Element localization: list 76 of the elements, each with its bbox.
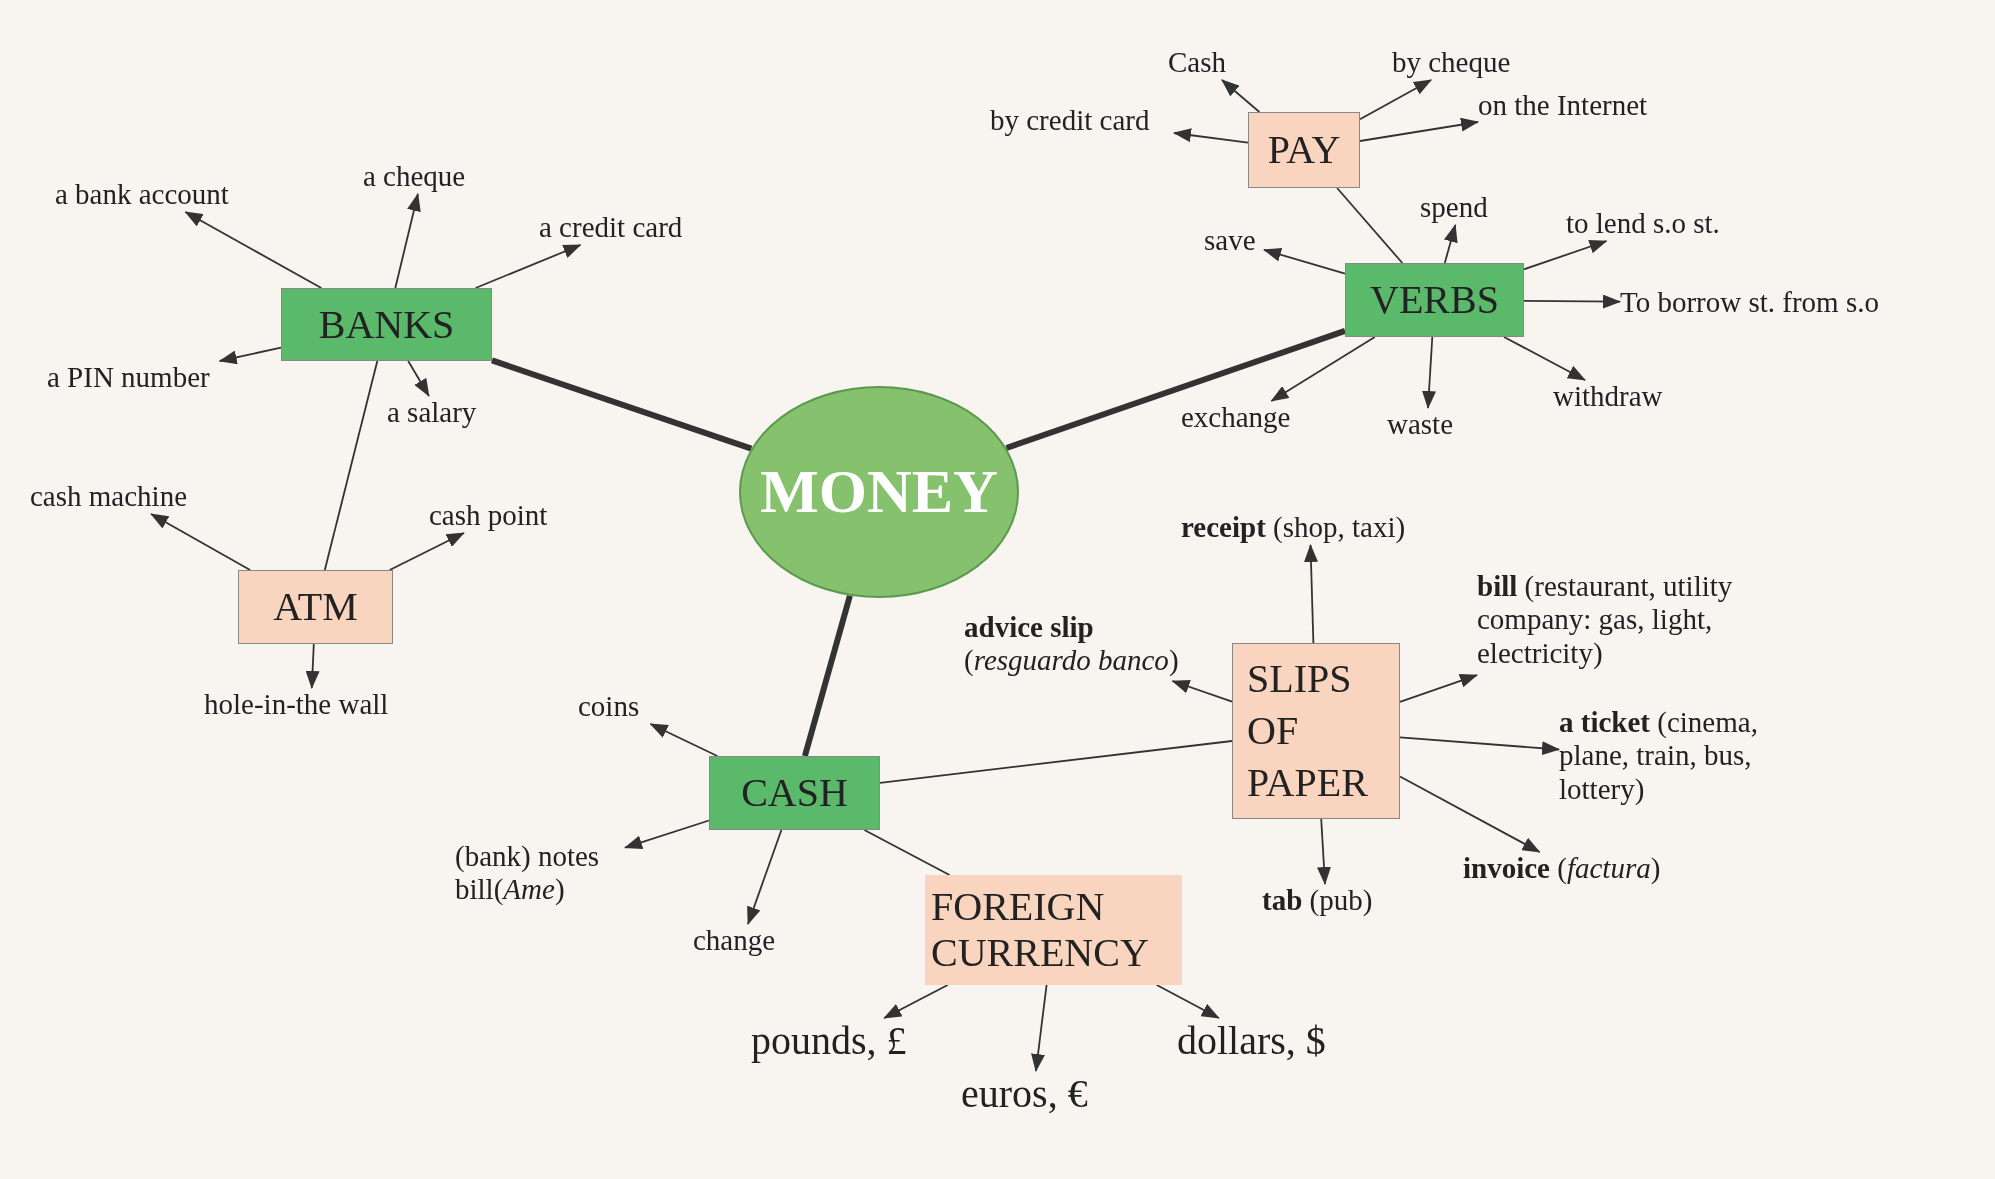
subtopic-box: SLIPS OF PAPER: [1232, 643, 1400, 819]
arrow: [624, 819, 710, 850]
arrow: [1523, 294, 1621, 309]
arrow: [747, 829, 783, 925]
connector-line: [879, 740, 1233, 784]
arrow: [649, 723, 719, 757]
arrow: [1155, 984, 1220, 1019]
arrow: [305, 643, 320, 689]
topic-box: CASH: [709, 756, 880, 830]
arrow: [407, 360, 430, 397]
term-label: change: [693, 924, 791, 958]
term-label: withdraw: [1553, 380, 1681, 414]
currency-label: pounds, £: [751, 1018, 929, 1064]
term-label: a salary: [387, 396, 491, 430]
arrow: [1173, 128, 1249, 144]
arrow: [1503, 336, 1586, 381]
arrow: [474, 244, 582, 289]
central-topic-ellipse: MONEY: [739, 386, 1019, 598]
connector-line: [491, 357, 753, 452]
arrow: [1221, 79, 1261, 113]
connector-line: [323, 360, 379, 571]
arrow: [1523, 239, 1608, 271]
term-label: save: [1204, 224, 1264, 258]
arrow: [394, 193, 421, 289]
term-label: a credit card: [539, 211, 705, 245]
arrow: [1443, 224, 1458, 264]
currency-label: dollars, $: [1177, 1018, 1347, 1064]
term-label: exchange: [1181, 401, 1307, 435]
term-label: (bank) notes bill(Ame): [455, 840, 625, 910]
term-label: To borrow st. from s.o: [1620, 286, 1920, 320]
connector-line: [863, 829, 951, 876]
arrow: [1263, 247, 1346, 275]
subtopic-box: FOREIGN CURRENCY: [925, 875, 1182, 985]
arrow: [1399, 775, 1541, 853]
subtopic-box: ATM: [238, 570, 393, 644]
arrow: [1317, 818, 1331, 885]
term-label: spend: [1420, 191, 1500, 225]
arrow: [1304, 544, 1318, 644]
term-label: cash machine: [30, 480, 212, 514]
term-label: by credit card: [990, 104, 1174, 138]
arrow: [1359, 117, 1479, 142]
term-label: a ticket (cinema, plane, train, bus, lottery): [1559, 706, 1809, 812]
connector-line: [1005, 328, 1346, 451]
term-label: a cheque: [363, 160, 481, 194]
term-label: to lend s.o st.: [1566, 207, 1746, 241]
arrow: [1399, 674, 1478, 703]
term-label: waste: [1387, 408, 1467, 442]
term-label: coins: [578, 690, 652, 724]
term-label: by cheque: [1392, 46, 1532, 80]
arrow: [1359, 79, 1432, 121]
subtopic-box: PAY: [1248, 112, 1360, 188]
arrow: [218, 346, 282, 365]
topic-box: BANKS: [281, 288, 492, 361]
term-label: on the Internet: [1478, 89, 1676, 123]
term-label: tab (pub): [1262, 884, 1390, 918]
arrow: [1399, 736, 1560, 756]
arrow: [1422, 336, 1436, 409]
term-label: invoice (factura): [1463, 852, 1679, 886]
term-label: advice slip (resguardo banco): [964, 611, 1180, 681]
arrow: [1270, 336, 1376, 402]
term-label: a PIN number: [47, 361, 237, 395]
term-label: receipt (shop, taxi): [1181, 511, 1439, 545]
currency-label: euros, €: [961, 1071, 1105, 1117]
term-label: a bank account: [55, 178, 255, 212]
arrow: [1171, 679, 1233, 703]
connector-line: [1336, 187, 1404, 264]
arrow: [150, 513, 251, 571]
term-label: hole-in-the wall: [204, 688, 418, 722]
arrow: [388, 532, 465, 571]
term-label: Cash: [1168, 46, 1236, 80]
arrow: [184, 211, 323, 289]
term-label: bill (restaurant, utility company: gas, light, electricity): [1477, 570, 1777, 676]
arrow: [883, 984, 949, 1019]
term-label: cash point: [429, 499, 567, 533]
arrow: [1031, 984, 1048, 1072]
topic-box: VERBS: [1345, 263, 1524, 337]
